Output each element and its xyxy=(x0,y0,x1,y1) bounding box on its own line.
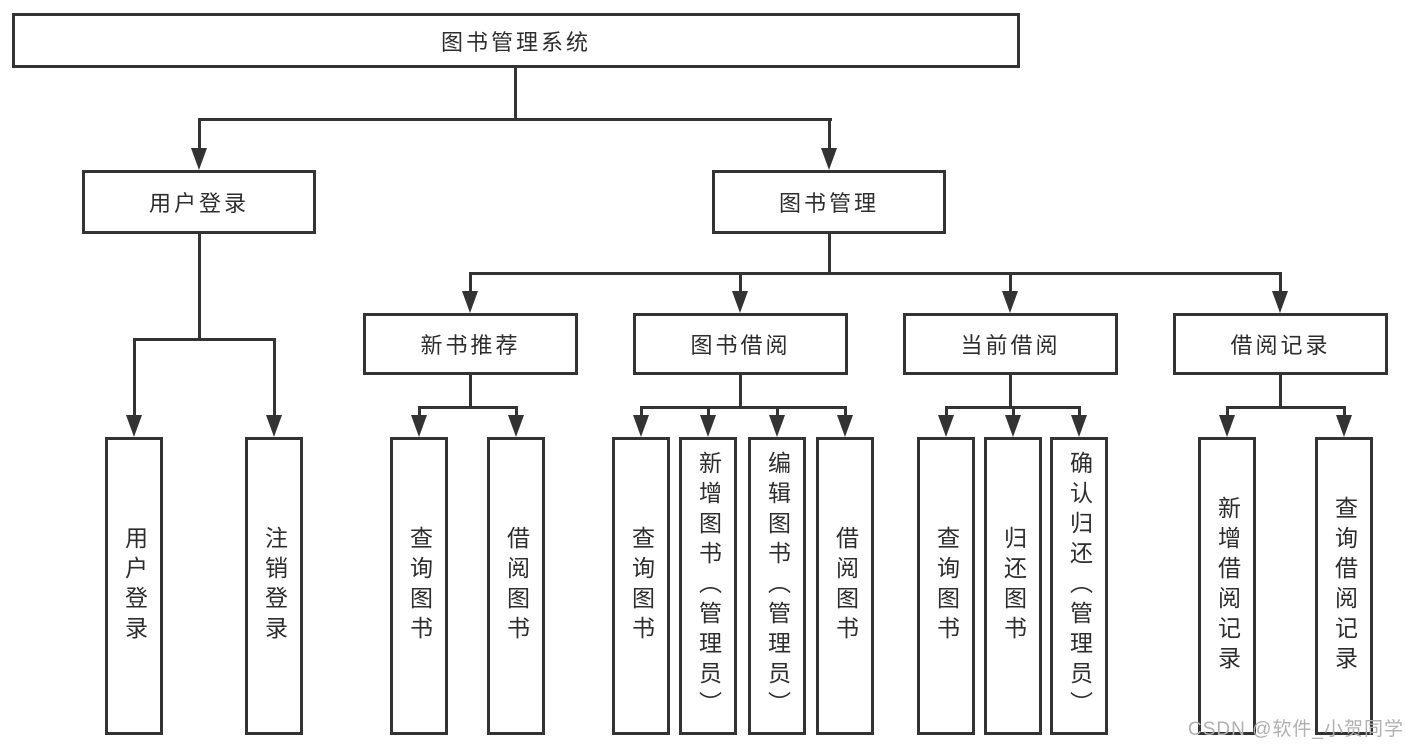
connector-book-borrow-bar xyxy=(640,406,847,409)
connector-to-leaf-cb-confirm xyxy=(1078,406,1081,417)
node-current-borrow-label: 当前借阅 xyxy=(960,333,1061,358)
node-user-login: 用户登录 xyxy=(82,170,316,234)
arrowhead-borrow-records xyxy=(1272,291,1288,313)
arrowhead-user-login xyxy=(191,148,207,170)
connector-book-mgmt-bar xyxy=(469,272,1282,275)
node-user-login-label: 用户登录 xyxy=(148,191,249,216)
connector-user-login-bar xyxy=(133,338,276,341)
node-book-borrow: 图书借阅 xyxy=(633,313,848,375)
connector-to-leaf-bb-query xyxy=(640,406,643,417)
arrowhead-leaf-bb-edit xyxy=(769,415,785,437)
node-leaf-logout: 注销登录 xyxy=(245,437,303,735)
node-leaf-bb-edit-label: 编辑图书（管理员） xyxy=(764,451,791,721)
connector-current-borrow-stem xyxy=(1009,375,1012,409)
node-leaf-cb-query: 查询图书 xyxy=(917,437,975,735)
node-leaf-logout-label: 注销登录 xyxy=(261,526,288,646)
node-root-label: 图书管理系统 xyxy=(440,29,591,55)
node-leaf-nb-query-label: 查询图书 xyxy=(406,526,433,646)
connector-book-borrow-stem xyxy=(739,375,742,409)
arrowhead-leaf-bb-borrow xyxy=(837,415,853,437)
arrowhead-leaf-br-query xyxy=(1336,415,1352,437)
node-leaf-nb-borrow: 借阅图书 xyxy=(487,437,545,735)
connector-to-leaf-bb-borrow xyxy=(844,406,847,417)
arrowhead-leaf-br-add xyxy=(1219,415,1235,437)
node-leaf-nb-borrow-label: 借阅图书 xyxy=(503,526,530,646)
connector-to-leaf-bb-add xyxy=(707,406,710,417)
arrowhead-book-borrow xyxy=(732,291,748,313)
arrowhead-leaf-bb-add xyxy=(700,415,716,437)
node-book-borrow-label: 图书借阅 xyxy=(690,333,791,358)
node-leaf-bb-add: 新增图书（管理员） xyxy=(679,437,737,735)
connector-root-bar xyxy=(198,118,832,121)
node-leaf-br-add: 新增借阅记录 xyxy=(1198,437,1256,735)
connector-borrow-records-bar xyxy=(1226,406,1346,409)
connector-to-new-books xyxy=(469,272,472,293)
connector-to-book-mgmt xyxy=(828,118,831,148)
connector-to-book-borrow xyxy=(739,272,742,293)
csdn-watermark: CSDN @软件_小贺同学 xyxy=(1188,719,1404,740)
node-root: 图书管理系统 xyxy=(12,13,1020,68)
node-leaf-cb-confirm-label: 确认归还（管理员） xyxy=(1066,451,1093,721)
arrowhead-leaf-user-login xyxy=(126,415,142,437)
node-new-books-label: 新书推荐 xyxy=(420,333,521,358)
node-leaf-bb-borrow-label: 借阅图书 xyxy=(832,526,859,646)
arrowhead-book-mgmt xyxy=(821,148,837,170)
node-leaf-cb-confirm: 确认归还（管理员） xyxy=(1050,437,1108,735)
node-leaf-bb-query: 查询图书 xyxy=(612,437,670,735)
node-borrow-records-label: 借阅记录 xyxy=(1230,333,1331,358)
node-new-books: 新书推荐 xyxy=(363,313,578,375)
arrowhead-leaf-logout xyxy=(266,415,282,437)
node-book-mgmt-label: 图书管理 xyxy=(778,191,879,216)
connector-to-leaf-bb-edit xyxy=(776,406,779,417)
connector-book-mgmt-stem xyxy=(828,234,831,272)
connector-to-current-borrow xyxy=(1009,272,1012,293)
node-current-borrow: 当前借阅 xyxy=(903,313,1118,375)
connector-to-leaf-cb-return xyxy=(1012,406,1015,417)
connector-new-books-bar xyxy=(418,406,518,409)
node-leaf-br-query: 查询借阅记录 xyxy=(1315,437,1373,735)
node-book-mgmt: 图书管理 xyxy=(712,170,946,234)
arrowhead-leaf-bb-query xyxy=(633,415,649,437)
node-leaf-user-login-label: 用户登录 xyxy=(121,526,148,646)
connector-to-user-login xyxy=(198,118,201,148)
node-leaf-cb-return-label: 归还图书 xyxy=(1000,526,1027,646)
node-leaf-br-add-label: 新增借阅记录 xyxy=(1214,496,1241,676)
connector-to-leaf-cb-query xyxy=(945,406,948,417)
connector-user-login-stem xyxy=(198,234,201,338)
arrowhead-leaf-cb-confirm xyxy=(1071,415,1087,437)
connector-to-leaf-nb-borrow xyxy=(515,406,518,417)
arrowhead-leaf-nb-borrow xyxy=(508,415,524,437)
connector-to-leaf-br-add xyxy=(1226,406,1229,417)
node-leaf-bb-edit: 编辑图书（管理员） xyxy=(748,437,806,735)
connector-new-books-stem xyxy=(469,375,472,409)
node-leaf-nb-query: 查询图书 xyxy=(390,437,448,735)
node-leaf-user-login: 用户登录 xyxy=(105,437,163,735)
node-leaf-bb-add-label: 新增图书（管理员） xyxy=(695,451,722,721)
node-leaf-bb-query-label: 查询图书 xyxy=(628,526,655,646)
connector-to-leaf-logout xyxy=(273,338,276,416)
arrowhead-current-borrow xyxy=(1002,291,1018,313)
connector-root-stem xyxy=(514,68,517,118)
arrowhead-new-books xyxy=(462,291,478,313)
arrowhead-leaf-cb-query xyxy=(938,415,954,437)
connector-to-leaf-nb-query xyxy=(418,406,421,417)
connector-to-leaf-br-query xyxy=(1343,406,1346,417)
node-leaf-cb-query-label: 查询图书 xyxy=(933,526,960,646)
node-leaf-cb-return: 归还图书 xyxy=(984,437,1042,735)
connector-borrow-records-stem xyxy=(1279,375,1282,409)
arrowhead-leaf-cb-return xyxy=(1005,415,1021,437)
node-leaf-bb-borrow: 借阅图书 xyxy=(816,437,874,735)
node-borrow-records: 借阅记录 xyxy=(1173,313,1388,375)
connector-to-borrow-records xyxy=(1279,272,1282,293)
arrowhead-leaf-nb-query xyxy=(411,415,427,437)
node-leaf-br-query-label: 查询借阅记录 xyxy=(1331,496,1358,676)
connector-to-leaf-user-login xyxy=(133,338,136,416)
